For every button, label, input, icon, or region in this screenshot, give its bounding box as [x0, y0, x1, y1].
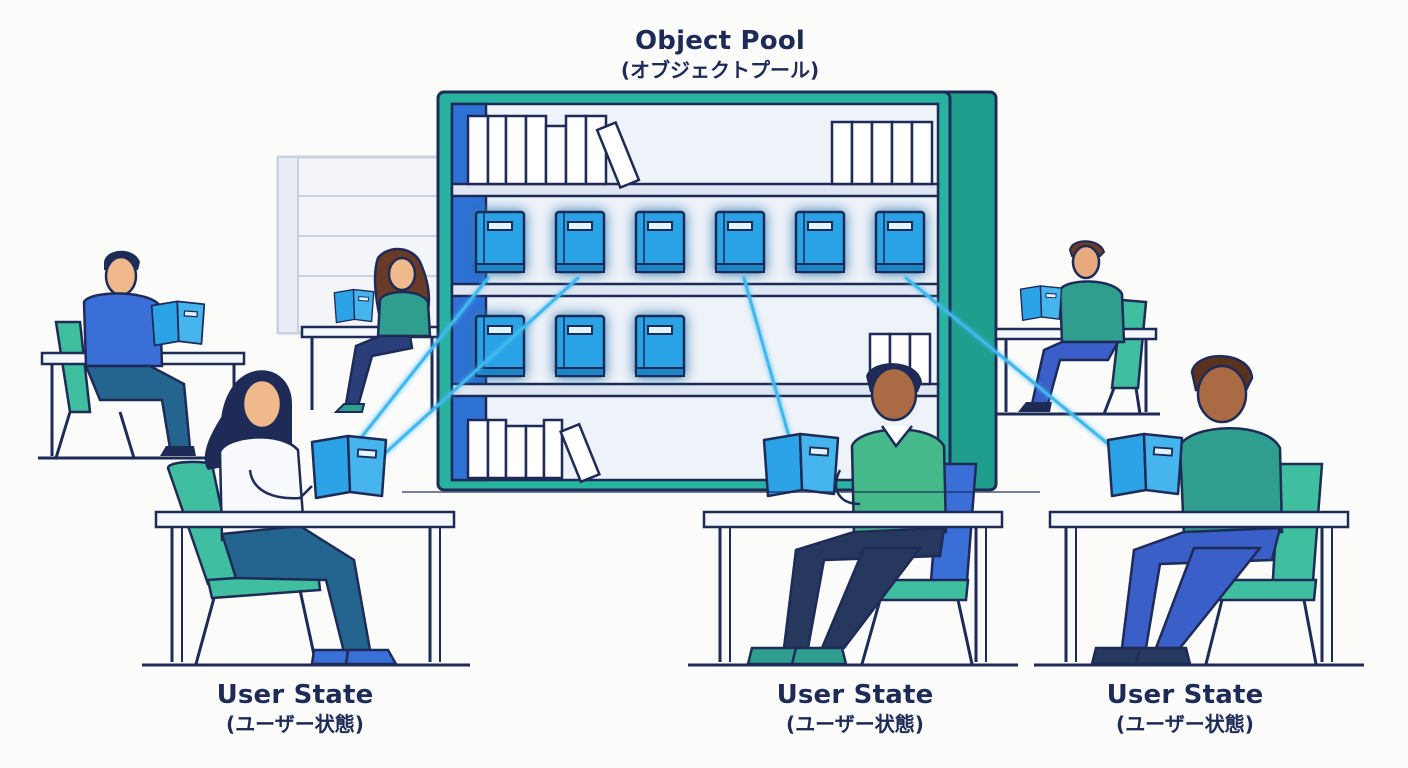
object-links	[354, 276, 1120, 458]
user-subtitle: (ユーザー状態)	[786, 712, 924, 736]
user-title: User State	[776, 680, 934, 710]
user-subtitle: (ユーザー状態)	[1116, 712, 1254, 736]
link-line	[904, 276, 1120, 454]
book-icon	[554, 314, 606, 378]
pool-label: Object Pool (オブジェクトプール)	[560, 26, 880, 84]
person-reading-icon	[38, 250, 250, 460]
user-title: User State	[1106, 680, 1264, 710]
book-icon	[714, 210, 766, 274]
link-line	[742, 276, 792, 442]
book-icon	[474, 210, 526, 274]
person-reading-icon	[994, 240, 1160, 416]
book-icon	[474, 314, 526, 378]
user-label-left: User State (ユーザー状態)	[165, 680, 425, 738]
bookshelf-icon	[436, 90, 998, 492]
book-icon	[874, 210, 926, 274]
link-line	[380, 276, 580, 458]
pool-subtitle: (オブジェクトプール)	[620, 58, 820, 82]
user-title: User State	[216, 680, 374, 710]
book-icon	[634, 210, 686, 274]
book-icon	[634, 314, 686, 378]
person-reading-icon	[1090, 354, 1324, 666]
user-label-center: User State (ユーザー状態)	[725, 680, 985, 738]
user-label-right: User State (ユーザー状態)	[1055, 680, 1315, 738]
person-reading-icon	[746, 363, 978, 666]
book-icon	[554, 210, 606, 274]
user-subtitle: (ユーザー状態)	[226, 712, 364, 736]
book-icon	[794, 210, 846, 274]
pool-title: Object Pool	[634, 26, 806, 56]
desk-icon	[1034, 510, 1364, 667]
desk-icon	[688, 510, 1018, 667]
desk-icon	[142, 510, 470, 667]
link-line	[354, 276, 490, 446]
